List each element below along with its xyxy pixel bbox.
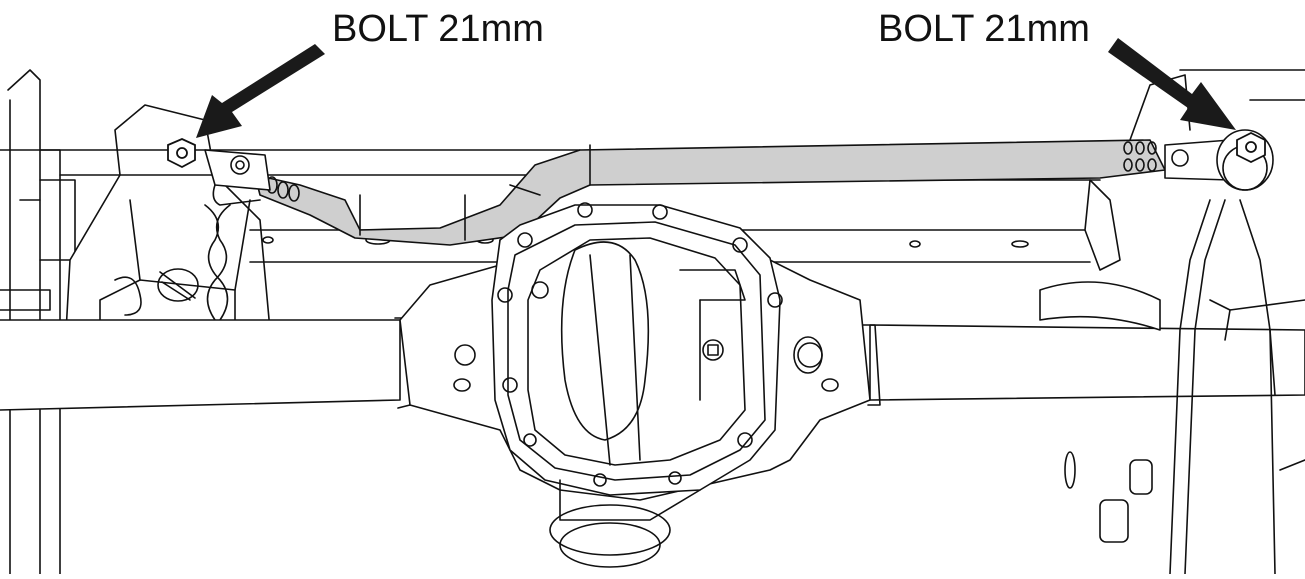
bolt-head-right — [1236, 131, 1266, 164]
differential-housing — [399, 204, 871, 568]
cover-bolts — [497, 202, 783, 487]
bolt-head-left — [167, 138, 196, 169]
callout-label-left: BOLT 21mm — [332, 8, 544, 50]
arrow-right — [1108, 38, 1236, 130]
left-trackbar-end — [204, 149, 271, 206]
callout-label-right: BOLT 21mm — [878, 8, 1090, 50]
arrow-left — [196, 44, 325, 138]
axle-tube — [0, 317, 1305, 411]
